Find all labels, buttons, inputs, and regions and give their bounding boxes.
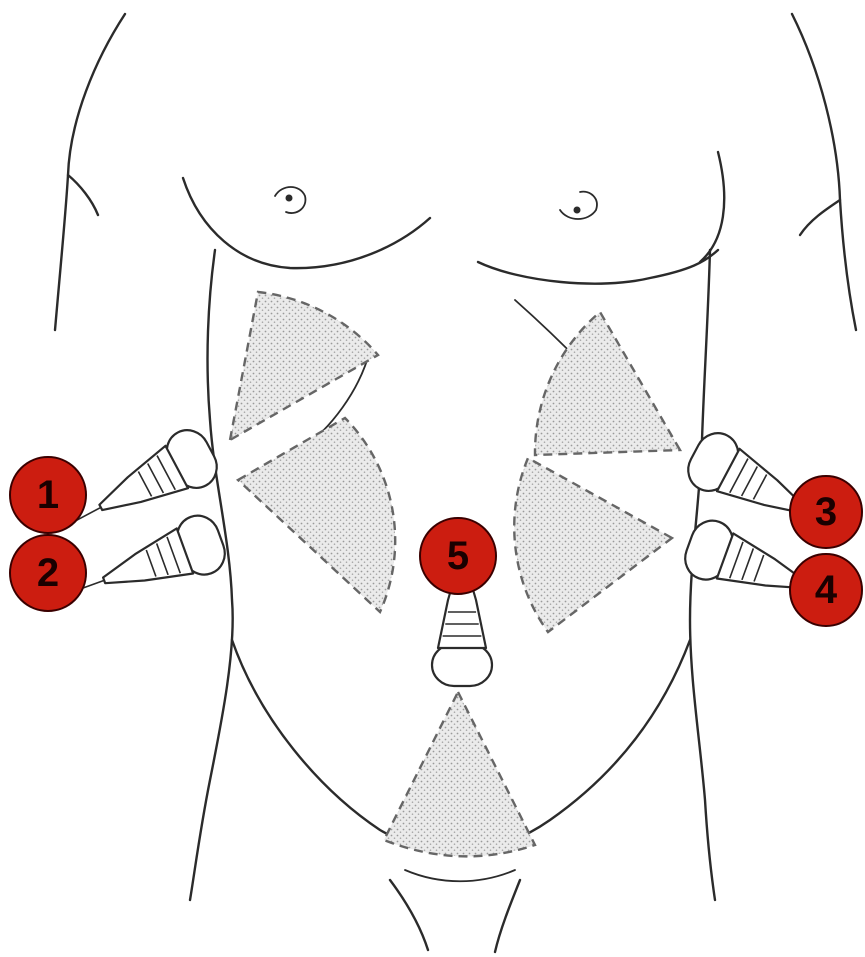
marker-3-label: 3 <box>815 490 837 534</box>
marker-1-label: 1 <box>37 473 59 517</box>
marker-1: 1 <box>10 457 86 533</box>
sector-1 <box>230 292 378 440</box>
sector-4 <box>514 458 672 632</box>
marker-2: 2 <box>10 535 86 611</box>
sector-2 <box>238 418 395 612</box>
marker-5: 5 <box>420 518 496 594</box>
sector-3 <box>535 312 680 455</box>
marker-2-label: 2 <box>37 551 59 595</box>
marker-5-label: 5 <box>447 534 469 578</box>
marker-3: 3 <box>790 476 862 548</box>
marker-4-label: 4 <box>815 568 838 612</box>
marker-4: 4 <box>790 554 862 626</box>
sector-5 <box>384 692 535 856</box>
probe-2-ultrasound-probe-icon <box>64 510 231 620</box>
